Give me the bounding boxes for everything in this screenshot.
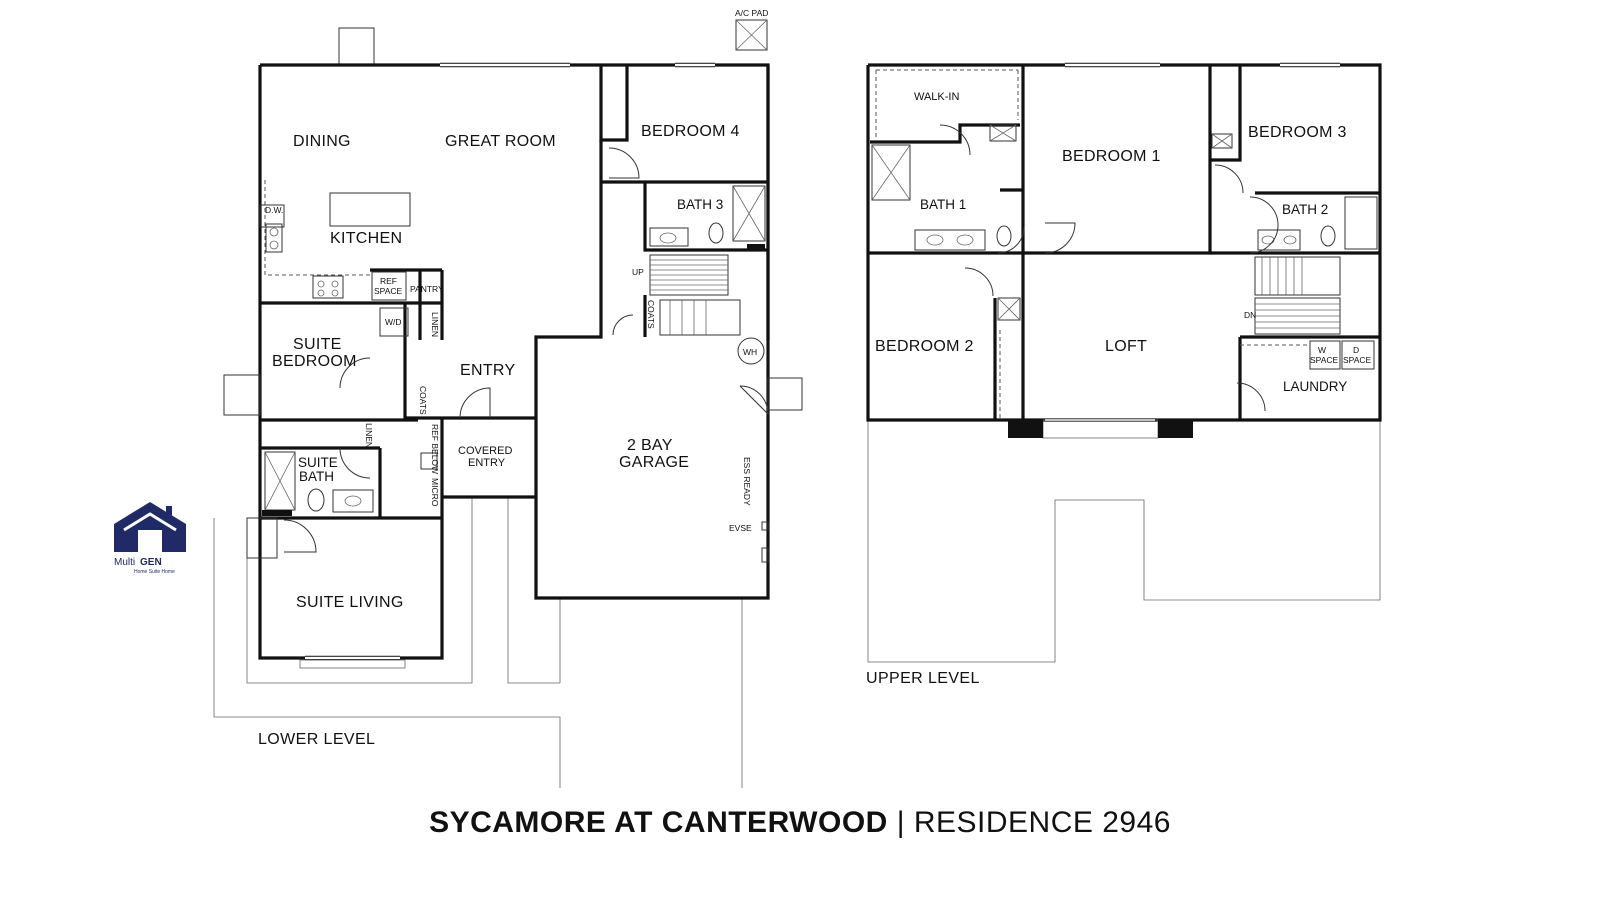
level-label-upper: UPPER LEVEL bbox=[866, 670, 980, 687]
room-label-loft: LOFT bbox=[1105, 338, 1147, 355]
room-label-bedroom-1: BEDROOM 1 bbox=[1062, 148, 1161, 165]
room-label-laundry: LAUNDRY bbox=[1283, 379, 1347, 394]
plan-title: SYCAMORE AT CANTERWOOD | RESIDENCE 2946 bbox=[0, 806, 1600, 840]
label-stairs-up: UP bbox=[632, 267, 644, 277]
residence-name: RESIDENCE 2946 bbox=[913, 806, 1171, 839]
label-coats-a: COATS bbox=[646, 300, 656, 329]
logo-word-bold: GEN bbox=[140, 557, 162, 568]
room-label-suite-bedroom-line2: BEDROOM bbox=[272, 353, 357, 370]
room-label-bedroom-2: BEDROOM 2 bbox=[875, 338, 974, 355]
lower-level-plan bbox=[213, 19, 803, 788]
room-label-garage-line1: 2 BAY bbox=[627, 437, 673, 454]
label-washer-space-line2: SPACE bbox=[1310, 355, 1339, 365]
site-outline bbox=[213, 518, 561, 788]
logo-word-plain: Multi bbox=[114, 557, 135, 568]
label-micro: MICRO bbox=[430, 478, 440, 507]
room-label-garage-line2: GARAGE bbox=[619, 454, 689, 471]
label-dryer-space-line1: D bbox=[1353, 345, 1359, 355]
label-ref-below: REF BELOW bbox=[430, 424, 440, 474]
upper-site-outline bbox=[867, 420, 1381, 663]
room-label-bath-2: BATH 2 bbox=[1282, 202, 1328, 217]
water-heater bbox=[737, 337, 765, 365]
room-label-dining: DINING bbox=[293, 133, 351, 150]
label-ref-space-line1: REF bbox=[380, 276, 397, 286]
label-coats-b: COATS bbox=[418, 386, 428, 415]
room-label-entry: ENTRY bbox=[460, 362, 515, 379]
label-dishwasher: D.W. bbox=[265, 205, 283, 215]
room-label-suite-bedroom-line1: SUITE bbox=[293, 336, 342, 353]
label-ref-space-line2: SPACE bbox=[374, 286, 403, 296]
room-label-suite-bath-line1: SUITE bbox=[298, 455, 338, 470]
kitchen-island bbox=[329, 192, 411, 227]
ac-pad bbox=[735, 19, 768, 51]
label-dryer-space-line2: SPACE bbox=[1343, 355, 1372, 365]
lower-level-labels: DINING GREAT ROOM BEDROOM 4 KITCHEN BATH… bbox=[258, 8, 768, 748]
room-label-bath-3: BATH 3 bbox=[677, 197, 723, 212]
label-washer-dryer: W/D bbox=[385, 317, 402, 327]
label-linen-b: LINEN bbox=[364, 423, 374, 448]
community-name: SYCAMORE AT CANTERWOOD bbox=[429, 806, 888, 839]
room-label-suite-living: SUITE LIVING bbox=[296, 594, 404, 611]
patio-outline bbox=[246, 497, 473, 684]
label-stairs-down: DN bbox=[1244, 310, 1256, 320]
label-water-heater: WH bbox=[743, 347, 757, 357]
room-label-covered-entry-line2: ENTRY bbox=[468, 457, 506, 469]
logo-tagline: Home Suite Home bbox=[134, 569, 175, 575]
label-ess-ready: ESS READY bbox=[742, 457, 752, 506]
room-label-bedroom-3: BEDROOM 3 bbox=[1248, 124, 1347, 141]
room-label-suite-bath-line2: BATH bbox=[299, 469, 334, 484]
room-label-covered-entry-line1: COVERED bbox=[458, 445, 512, 457]
room-label-kitchen: KITCHEN bbox=[330, 230, 402, 247]
upper-level-labels: WALK-IN BEDROOM 1 BEDROOM 3 BATH 1 BATH … bbox=[866, 91, 1372, 687]
level-label-lower: LOWER LEVEL bbox=[258, 731, 375, 748]
upper-stairs bbox=[1254, 256, 1341, 335]
title-separator: | bbox=[896, 806, 905, 839]
multigen-logo: Multi GEN Home Suite Home bbox=[114, 502, 186, 575]
label-evse: EVSE bbox=[729, 523, 752, 533]
label-linen-a: LINEN bbox=[430, 312, 440, 337]
room-label-great-room: GREAT ROOM bbox=[445, 133, 556, 150]
label-ac-pad: A/C PAD bbox=[735, 8, 768, 18]
room-label-bedroom-4: BEDROOM 4 bbox=[641, 123, 740, 140]
label-washer-space-line1: W bbox=[1318, 345, 1326, 355]
room-label-bath-1: BATH 1 bbox=[920, 197, 966, 212]
lower-stairs bbox=[649, 254, 741, 336]
label-pantry: PANTRY bbox=[410, 284, 444, 294]
upper-level-plan bbox=[866, 62, 1382, 663]
room-label-walk-in: WALK-IN bbox=[914, 91, 959, 103]
